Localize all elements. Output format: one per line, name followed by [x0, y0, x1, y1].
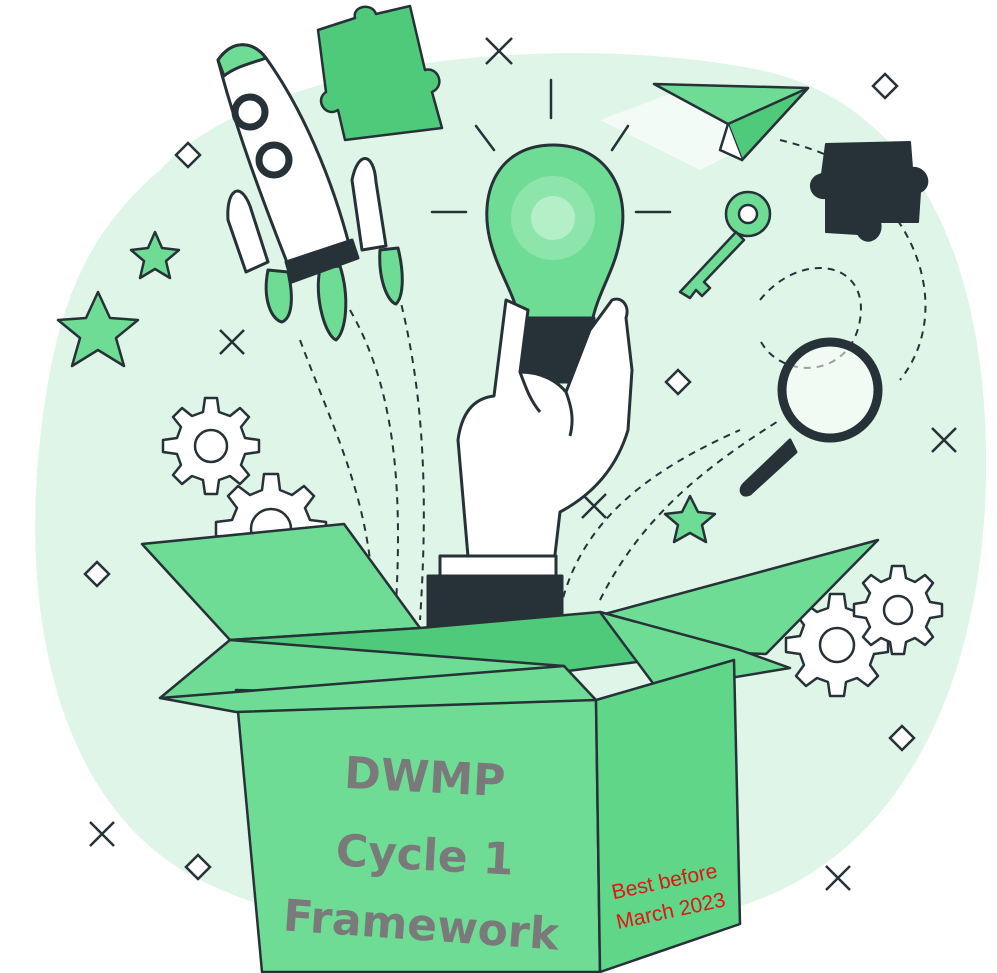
dashed-trails — [299, 139, 927, 621]
diamond-icon — [184, 853, 212, 881]
star-icon — [56, 290, 140, 368]
diamond-icon — [174, 141, 202, 169]
diamond-icon — [664, 368, 692, 396]
puzzle-piece-icon — [810, 141, 929, 242]
star-icon — [129, 230, 181, 280]
cross-icon — [931, 427, 957, 453]
cross-icon — [581, 493, 607, 519]
open-box-icon — [140, 522, 880, 973]
diamond-icon — [871, 72, 899, 100]
cross-icon — [825, 865, 851, 891]
cross-icon — [485, 37, 513, 65]
puzzle-piece-icon — [316, 4, 444, 142]
magnifier-icon — [739, 337, 883, 497]
box-label-line1: DWMP — [343, 748, 507, 807]
diamond-icon — [83, 560, 111, 588]
bulb-rays — [430, 78, 672, 214]
cross-icon — [219, 329, 245, 355]
star-icon — [663, 494, 717, 544]
box-label-line2: Cycle 1 — [335, 825, 515, 885]
gear-icon — [852, 564, 944, 656]
gear-icon — [784, 592, 890, 698]
paper-plane-icon — [652, 82, 810, 162]
cross-icon — [89, 821, 115, 847]
rocket-icon — [216, 43, 404, 342]
diamond-icon — [888, 724, 916, 752]
gear-icon — [161, 396, 261, 496]
key-icon — [678, 190, 772, 300]
